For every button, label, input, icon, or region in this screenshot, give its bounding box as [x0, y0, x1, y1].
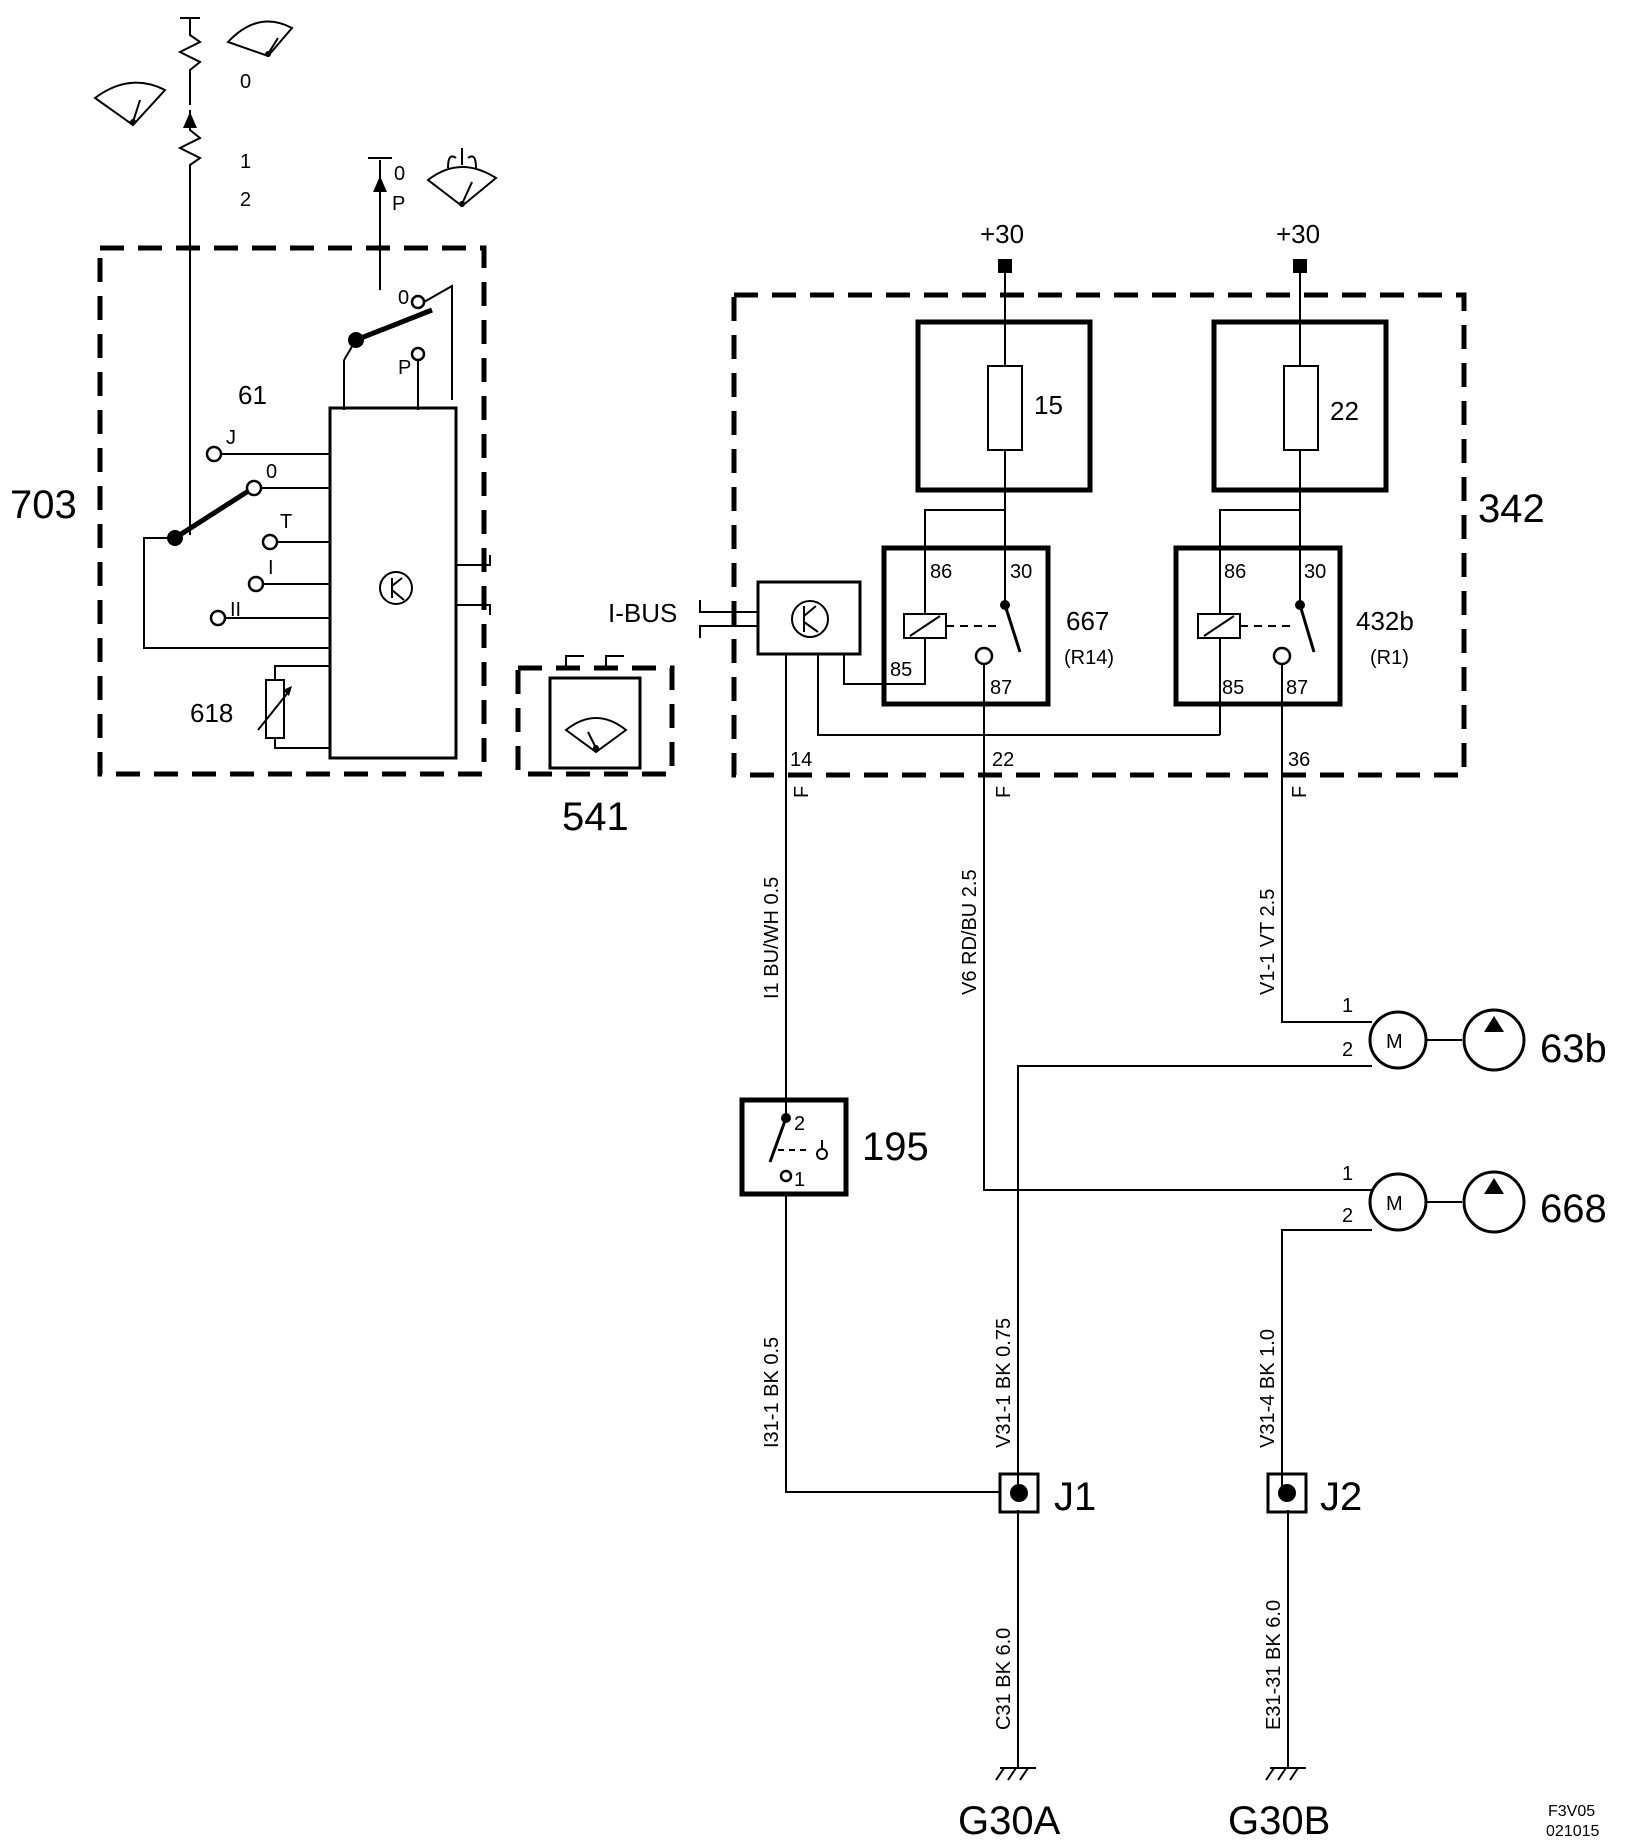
m668-pin1: 1 [1342, 1163, 1353, 1185]
footer-code: F3V05 [1548, 1803, 1595, 1820]
wash-pos-0: 0 [394, 163, 405, 185]
relay667-pin86: 86 [930, 561, 952, 583]
wiper-pos-0: 0 [240, 71, 251, 93]
wire-label-1: I1 BU/WH 0.5 [761, 877, 783, 999]
relay667-pin30: 30 [1010, 561, 1032, 583]
label-618: 618 [190, 698, 233, 728]
switch-pos-I: I [268, 557, 274, 579]
junction-j1: J1 [998, 1472, 1096, 1519]
pin-22: 22 [992, 749, 1014, 771]
switch-pos-J: J [226, 427, 236, 449]
pin-14: 14 [790, 749, 812, 771]
connector-f-3: F [1289, 786, 1311, 798]
wire-label-3: V1-1 VT 2.5 [1257, 889, 1279, 995]
wire-label-8: E31-31 BK 6.0 [1263, 1600, 1285, 1730]
m63b-pin2: 2 [1342, 1039, 1353, 1061]
relay432b-pin86: 86 [1224, 561, 1246, 583]
label-667-sub: (R14) [1064, 647, 1114, 669]
ground-g30b: G30B [1228, 1767, 1330, 1843]
wire-label-2: V6 RD/BU 2.5 [959, 869, 981, 995]
wire-label-4: I31-1 BK 0.5 [761, 1337, 783, 1448]
s195-pin2: 2 [794, 1113, 805, 1135]
label-703: 703 [10, 483, 77, 527]
m63b-pin1: 1 [1342, 995, 1353, 1017]
label-342: 342 [1478, 487, 1545, 531]
switch-pos-0b: 0 [266, 461, 277, 483]
level-switch-195: 2 1 195 [739, 1097, 929, 1197]
relay432b-pin85: 85 [1222, 677, 1244, 699]
sensor-541: 541 [515, 655, 675, 839]
footer-date: 021015 [1546, 1823, 1599, 1840]
motor-label: M [1386, 1193, 1403, 1215]
switch-pos-P: P [398, 357, 411, 379]
wiper-pos-1: 1 [240, 151, 251, 173]
wire-label-6: V31-4 BK 1.0 [1257, 1329, 1279, 1448]
wiper-stalk: 0 1 2 [177, 17, 251, 535]
label-j1: J1 [1054, 1475, 1096, 1519]
relay-box-342: 342 +30 +30 15 22 86 30 85 87 [608, 219, 1545, 778]
relay432b-pin87: 87 [1286, 677, 1308, 699]
label-432b-sub: (R1) [1370, 647, 1409, 669]
relay-432b: 86 30 85 87 432b (R1) [1173, 509, 1414, 735]
label-432b: 432b [1356, 606, 1414, 636]
windscreen-wiper-icon [226, 20, 294, 58]
plus30-a: +30 [980, 219, 1024, 249]
label-541: 541 [562, 795, 629, 839]
ground-g30a: G30A [958, 1767, 1061, 1843]
relay-667: 86 30 85 87 667 (R14) [881, 509, 1114, 707]
label-667: 667 [1066, 606, 1109, 636]
wire-label-5: V31-1 BK 0.75 [993, 1318, 1015, 1448]
ibus-label: I-BUS [608, 598, 677, 628]
label-j2: J2 [1320, 1475, 1362, 1519]
wiper-switch-703: 703 61 0 1 2 0 P [10, 17, 498, 777]
pump-63b: M 1 2 63b [1342, 995, 1607, 1072]
pump-668: M 1 2 668 [1342, 1163, 1607, 1234]
wash-pos-P: P [392, 193, 405, 215]
connector-f-2: F [993, 786, 1015, 798]
motor-label: M [1386, 1031, 1403, 1053]
wiper-pos-2: 2 [240, 189, 251, 211]
m668-pin2: 2 [1342, 1205, 1353, 1227]
label-195: 195 [862, 1125, 929, 1169]
label-61: 61 [238, 380, 267, 410]
switch-pos-II: II [230, 599, 241, 621]
ibus-module: I-BUS [608, 580, 1220, 736]
wire-label-7: C31 BK 6.0 [993, 1628, 1015, 1730]
relay667-pin85: 85 [890, 659, 912, 681]
s195-pin1: 1 [794, 1169, 805, 1191]
windscreen-wiper-icon [93, 81, 167, 127]
switch-pos-T: T [280, 511, 292, 533]
label-63b: 63b [1540, 1027, 1607, 1071]
plus30-b: +30 [1276, 219, 1320, 249]
label-g30b: G30B [1228, 1799, 1330, 1843]
relay432b-pin30: 30 [1304, 561, 1326, 583]
label-668: 668 [1540, 1187, 1607, 1231]
label-fuse-15: 15 [1034, 390, 1063, 420]
label-g30a: G30A [958, 1799, 1061, 1843]
washer-stalk: 0 P [368, 157, 405, 290]
connector-f-1: F [791, 786, 813, 798]
pin-36: 36 [1288, 749, 1310, 771]
label-fuse-22: 22 [1330, 396, 1359, 426]
switch-pos-0: 0 [398, 287, 409, 309]
junction-j2: J2 [1266, 1472, 1362, 1519]
wiper-washer-icon [426, 148, 498, 208]
relay667-pin87: 87 [990, 677, 1012, 699]
